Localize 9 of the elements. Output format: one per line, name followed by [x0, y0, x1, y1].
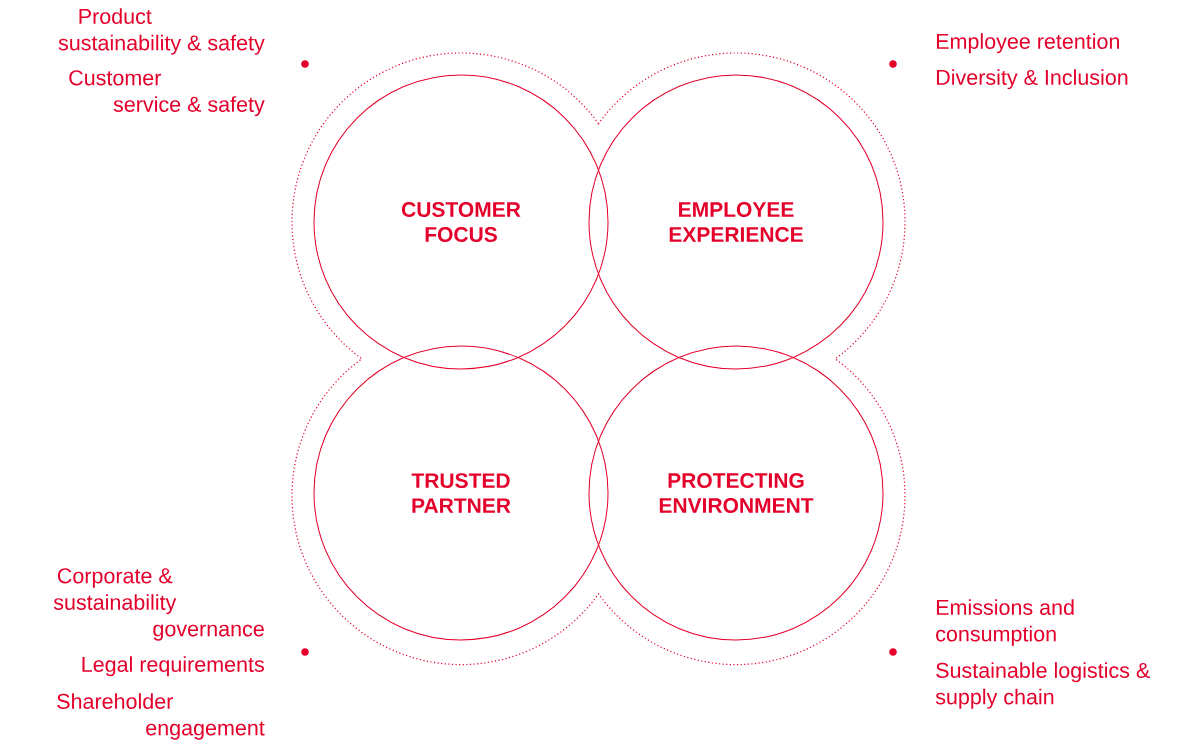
label-text: Sustainable logistics & supply chain	[935, 662, 1150, 709]
label-text: Employee retention	[936, 33, 1119, 54]
label-text: Emissions and consumption	[936, 599, 1074, 646]
label-text: Corporate & sustainability governance	[53, 568, 264, 641]
label-text: Product sustainability & safety	[58, 8, 265, 55]
label-text: Shareholder engagement	[57, 693, 265, 740]
label-text: Customer service & safety	[69, 70, 265, 117]
label-text: Diversity & Inclusion	[936, 69, 1128, 90]
label-text: Legal requirements	[82, 656, 264, 677]
